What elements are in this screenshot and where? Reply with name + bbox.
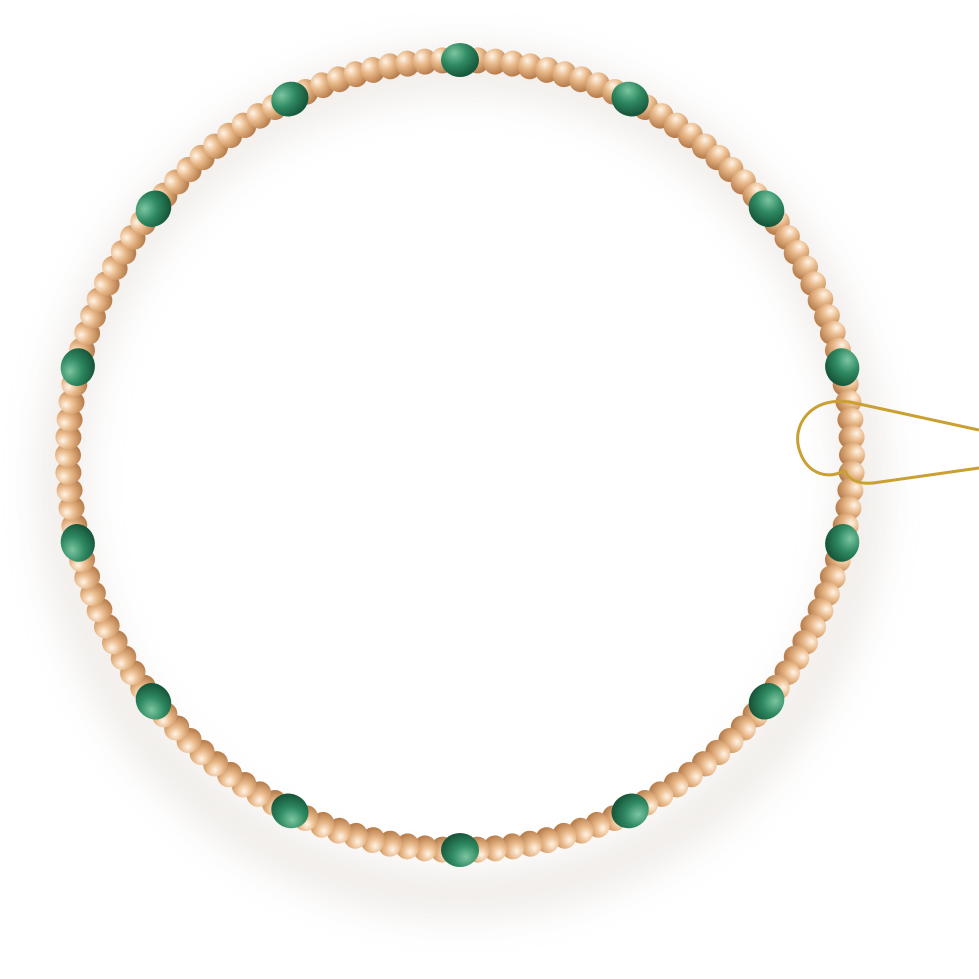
- gold-bead: [483, 835, 508, 862]
- wire-clasp-upper: [796, 399, 979, 477]
- wire-clasp-lower: [843, 466, 979, 485]
- gold-bead: [55, 425, 82, 450]
- gold-bead: [55, 460, 82, 485]
- gold-bead: [838, 425, 865, 450]
- green-bead: [611, 81, 649, 117]
- green-bead: [60, 523, 95, 562]
- gold-bead: [56, 407, 83, 432]
- green-bead: [611, 793, 649, 829]
- wire-clasp: [796, 399, 979, 485]
- green-bead: [271, 793, 309, 829]
- gold-bead: [837, 478, 864, 503]
- green-bead: [135, 683, 172, 720]
- green-bead: [748, 683, 785, 720]
- green-bead: [441, 833, 479, 867]
- green-bead: [441, 43, 479, 77]
- green-bead: [748, 190, 785, 227]
- gold-bead: [58, 495, 85, 521]
- green-bead: [825, 523, 860, 562]
- gold-bead: [483, 48, 508, 75]
- green-bead: [825, 348, 860, 387]
- green-beads: [60, 43, 860, 867]
- gold-bead: [56, 478, 83, 503]
- gold-bead: [837, 407, 864, 432]
- green-bead: [135, 190, 172, 227]
- gold-bead: [395, 50, 420, 77]
- gold-bead: [838, 460, 865, 485]
- gold-bead: [412, 835, 437, 862]
- gold-bead: [839, 443, 865, 467]
- green-bead: [60, 348, 95, 387]
- gold-bead: [500, 833, 525, 860]
- green-bead: [271, 81, 309, 117]
- gold-bead: [55, 443, 81, 467]
- gold-bead: [412, 48, 437, 75]
